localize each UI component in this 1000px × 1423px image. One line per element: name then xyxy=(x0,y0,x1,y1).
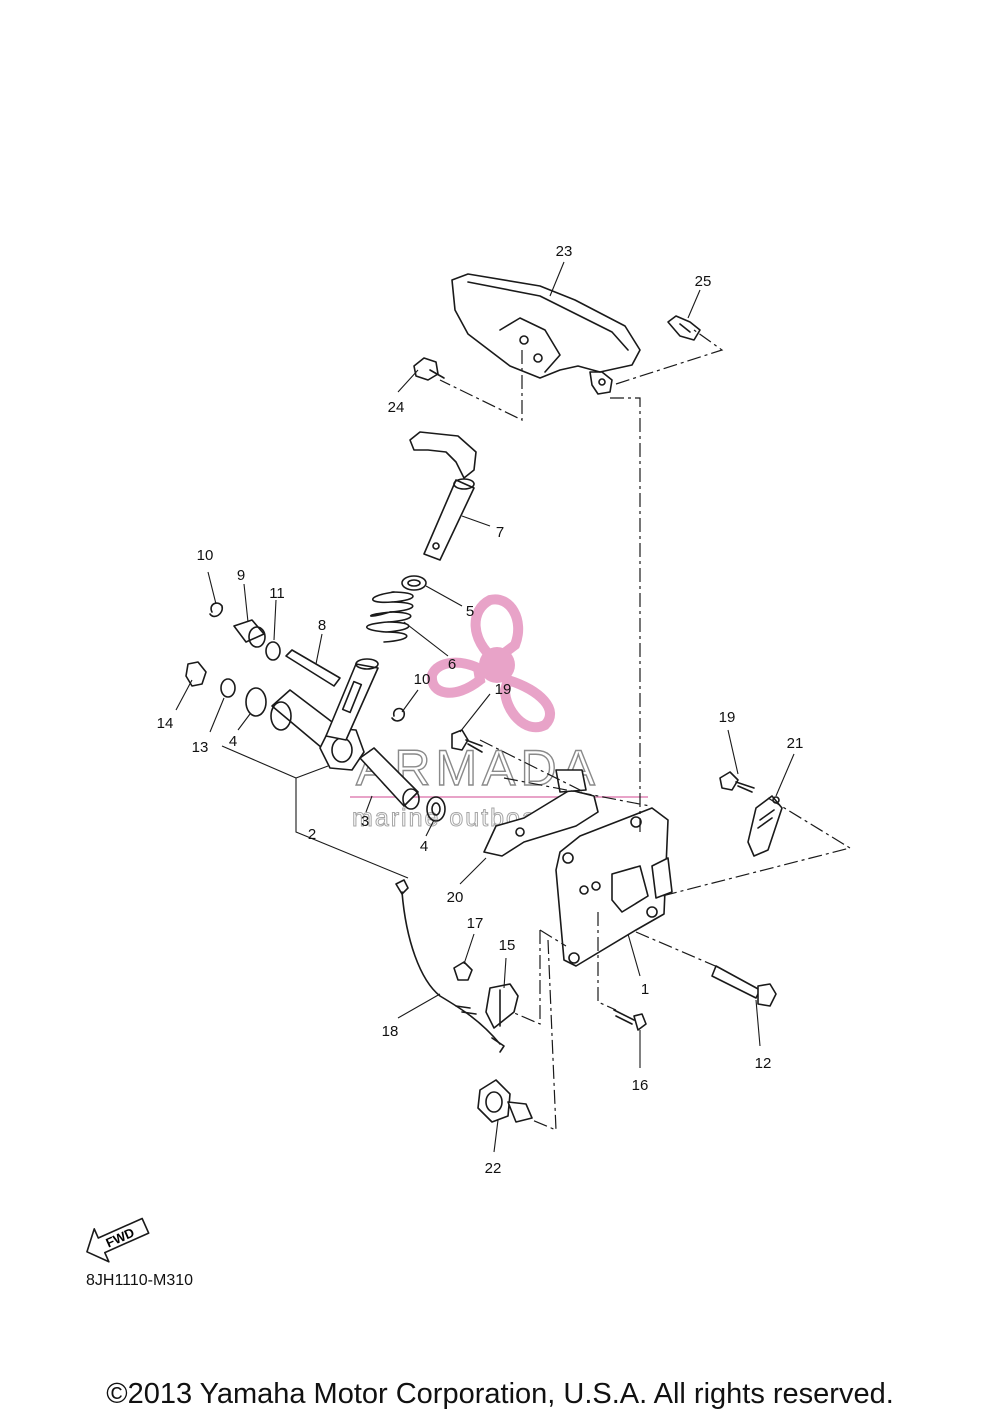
callout-6: 6 xyxy=(448,656,456,673)
callout-10: 10 xyxy=(197,547,214,564)
part-22-clamp xyxy=(477,1079,533,1123)
part-20-bracket xyxy=(483,769,599,857)
part-3-collar xyxy=(359,747,420,810)
part-19-bolt-2 xyxy=(719,771,755,793)
callout-23: 23 xyxy=(556,243,573,260)
part-15-switch xyxy=(485,983,519,1029)
part-14-nut xyxy=(185,661,207,687)
callout-21: 21 xyxy=(787,735,804,752)
callout-10-b: 10 xyxy=(414,671,431,688)
callout-18: 18 xyxy=(382,1023,399,1040)
part-8-pin xyxy=(285,649,341,687)
part-18-lead-wire xyxy=(395,879,505,1053)
part-2-shaft-assembly xyxy=(270,658,379,771)
part-23-cover xyxy=(451,273,641,395)
callout-12: 12 xyxy=(755,1055,772,1072)
part-10-clip xyxy=(209,602,224,618)
diagram-code: 8JH1110-M310 xyxy=(86,1272,194,1289)
callout-4-b: 4 xyxy=(420,838,428,855)
part-19-bolt xyxy=(451,729,483,753)
callout-17: 17 xyxy=(467,915,484,932)
callout-7: 7 xyxy=(496,524,504,541)
part-11-washer xyxy=(265,641,281,661)
fwd-arrow-icon: FWD xyxy=(86,1217,150,1263)
callout-14: 14 xyxy=(157,715,174,732)
callout-1: 1 xyxy=(641,981,649,998)
part-5-washer xyxy=(401,575,427,591)
part-6-spring xyxy=(365,591,414,643)
part-9-collar xyxy=(233,619,266,648)
callout-20: 20 xyxy=(447,889,464,906)
part-24-screw xyxy=(413,357,445,381)
callout-9: 9 xyxy=(237,567,245,584)
copyright-notice: ©2013 Yamaha Motor Corporation, U.S.A. A… xyxy=(106,1378,894,1410)
callout-11: 11 xyxy=(269,585,285,602)
part-7-lever xyxy=(409,431,477,561)
part-10-clip-2 xyxy=(391,707,406,722)
callout-5: 5 xyxy=(466,603,474,620)
callout-2: 2 xyxy=(308,826,316,843)
part-13-washer xyxy=(220,678,236,698)
part-1-plate xyxy=(555,807,673,967)
part-12-bolt xyxy=(711,965,777,1007)
armada-logo xyxy=(427,594,555,733)
callout-4: 4 xyxy=(229,733,237,750)
callout-22: 22 xyxy=(485,1160,502,1177)
part-25-clip xyxy=(667,315,701,341)
callout-8: 8 xyxy=(318,617,326,634)
callout-3: 3 xyxy=(361,813,369,830)
callout-16: 16 xyxy=(632,1077,649,1094)
part-16-screw xyxy=(613,1009,647,1031)
callout-19-b: 19 xyxy=(719,709,736,726)
part-4-bushing xyxy=(245,687,267,717)
callout-25: 25 xyxy=(695,273,712,290)
callout-13: 13 xyxy=(192,739,209,756)
part-4-bushing-2 xyxy=(426,796,446,822)
callout-24: 24 xyxy=(388,399,405,416)
callout-15: 15 xyxy=(499,937,516,954)
callout-19: 19 xyxy=(495,681,512,698)
part-17-nut xyxy=(453,961,473,981)
part-21-plate xyxy=(747,795,783,857)
